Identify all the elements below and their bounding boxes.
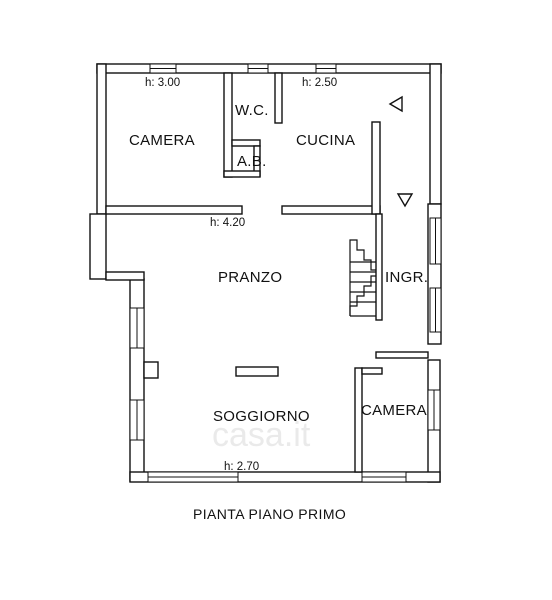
wall-ingr-left	[375, 213, 383, 321]
wall-camera-bottom	[105, 205, 243, 215]
room-label-wc: W.C.	[235, 102, 269, 119]
staircase	[349, 239, 376, 317]
arrow-down-icon	[396, 193, 414, 208]
plan-caption: PIANTA PIANO PRIMO	[193, 506, 346, 522]
wall-camera2-left	[354, 367, 363, 473]
partition-island	[235, 366, 279, 377]
arrow-left-icon	[388, 95, 403, 113]
wall-left-notch	[143, 361, 159, 379]
wall-ab-bottom	[223, 170, 261, 178]
inner-walls	[105, 72, 429, 473]
height-label-camera-top: h: 3.00	[145, 77, 180, 89]
room-label-soggiorno: SOGGIORNO	[213, 408, 310, 425]
wall-cucina-right	[371, 121, 381, 215]
room-label-ab: A.B.	[237, 153, 267, 170]
room-label-ingr: INGR.	[385, 269, 428, 286]
height-label-soggiorno: h: 2.70	[224, 461, 259, 473]
room-label-camera-bottom: CAMERA	[361, 402, 427, 419]
room-label-cucina: CUCINA	[296, 132, 355, 149]
wall-left-step	[89, 213, 107, 280]
wall-left-upper	[96, 63, 107, 215]
wall-ingr-bottom	[375, 351, 429, 359]
wall-cucina-bottom	[281, 205, 381, 215]
wall-wc-ab	[231, 139, 261, 147]
wall-right-upper	[429, 63, 442, 205]
room-label-camera-top: CAMERA	[129, 132, 195, 149]
watermark: casa.it	[212, 416, 311, 454]
room-label-pranzo: PRANZO	[218, 269, 282, 286]
wall-left-jog	[105, 271, 145, 281]
wall-camera2-top	[361, 367, 383, 375]
height-label-pranzo: h: 4.20	[210, 217, 245, 229]
wall-camera-wc	[223, 72, 233, 178]
wall-bottom	[129, 471, 441, 483]
windows	[129, 63, 442, 483]
height-label-cucina: h: 2.50	[302, 77, 337, 89]
wall-top	[96, 63, 442, 74]
wall-wc-cucina	[274, 72, 283, 124]
